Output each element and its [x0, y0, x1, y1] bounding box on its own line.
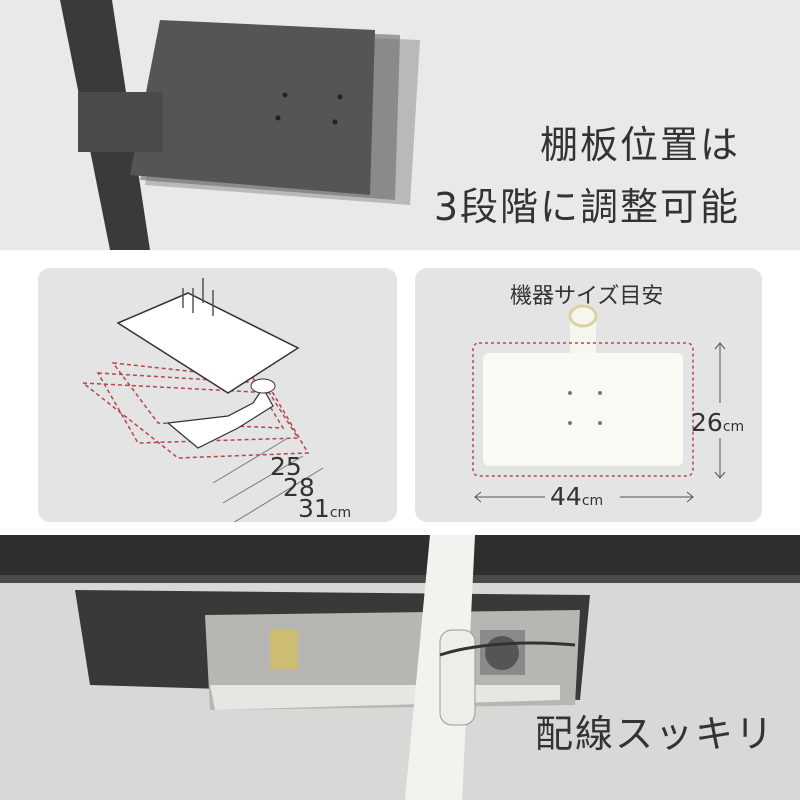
headline-line1: 棚板位置は [539, 123, 740, 167]
shelf-plate [130, 20, 375, 195]
dim-25: 25 [270, 452, 302, 481]
device-size-title: 機器サイズ目安 [510, 284, 664, 309]
headline-line2: 3段階に調整可能 [433, 185, 740, 229]
shelf-plate-diagram [116, 292, 300, 394]
shelf-plate-top [483, 353, 683, 466]
device-size-outline [472, 342, 694, 477]
device-size-panel: 機器サイズ目安 26cm 44cm [415, 268, 762, 522]
device-size-diagram [472, 304, 726, 503]
adjustment-diagram-panel: 25 28 31cm [38, 268, 397, 523]
shelf-position-photo: 棚板位置は 3段階に調整可能 [0, 0, 800, 250]
height-dimension: 26cm [691, 408, 745, 437]
dim-28: 28 [283, 473, 315, 502]
shelf-bracket [78, 92, 163, 152]
width-dimension: 44cm [550, 482, 604, 511]
recorder-on-shelf-photo [0, 535, 800, 800]
wiring-photo: 配線スッキリ [0, 535, 800, 800]
wiring-caption: 配線スッキリ [535, 712, 776, 756]
tv-bottom-edge [0, 535, 800, 575]
dim-31: 31cm [298, 494, 352, 523]
size-guide-section: 25 28 31cm 機器サイズ目安 26cm 44cm [0, 250, 800, 535]
bracket-diagram [166, 386, 274, 449]
cable-clip [439, 629, 476, 726]
shelf-photo-illustration [60, 0, 420, 250]
shelf-assembly-diagram [80, 278, 324, 522]
